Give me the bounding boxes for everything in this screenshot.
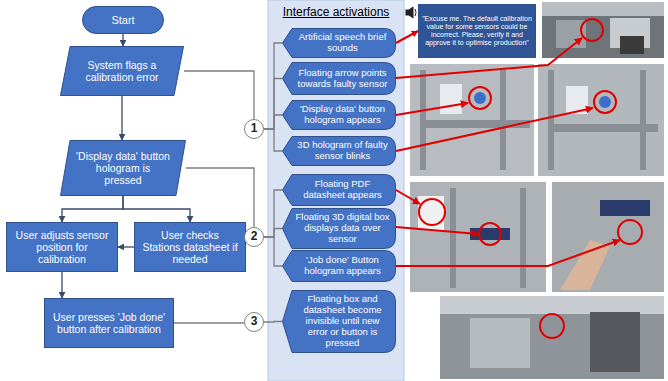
activation-text: Floating PDF datasheet appears — [295, 179, 390, 201]
photo-station — [410, 64, 534, 176]
step-text: 'Display data' button hologram is presse… — [76, 150, 170, 186]
display-outline — [283, 101, 396, 130]
pill-shape — [83, 7, 164, 34]
panel-title: Interface activations — [283, 6, 390, 20]
display-shape: Artificial speech brief sounds — [282, 28, 396, 58]
process-box: User adjusts sensor position for calibra… — [6, 222, 118, 272]
step-text: User checks Stations datasheet if needed — [142, 229, 238, 265]
connector — [62, 196, 123, 222]
rect-shape — [45, 299, 174, 348]
connector — [61, 272, 62, 298]
activation-text: Floating 3D digital box displays data ov… — [295, 212, 390, 245]
callout-number: 3 — [251, 315, 258, 329]
display-shape: 'Display data' button hologram appears — [282, 100, 396, 130]
terminal-text: Start — [111, 14, 134, 27]
connector — [396, 31, 418, 43]
connector — [264, 190, 282, 237]
display-shape: 'Job done' Button hologram appears — [282, 250, 396, 282]
photo-lab — [542, 2, 664, 58]
display-outline — [283, 251, 396, 282]
process-box: User checks Stations datasheet if needed — [134, 222, 246, 272]
display-outline — [283, 291, 396, 353]
activation-text: Floating arrow points towards faulty sen… — [295, 68, 390, 90]
activation-text: 3D hologram of faulty sensor blinks — [295, 140, 390, 162]
display-shape: Floating box and datasheet become invisi… — [282, 290, 396, 353]
callout-circle: 3 — [244, 312, 264, 332]
activation-panel: Interface activationsArtificial speech b… — [268, 0, 404, 381]
connector — [123, 196, 190, 222]
display-shape: Floating 3D digital box displays data ov… — [282, 208, 396, 249]
connector — [174, 322, 244, 323]
display-outline — [283, 175, 396, 206]
photo-user — [440, 296, 664, 379]
display-outline — [283, 209, 396, 249]
connector — [264, 237, 282, 266]
callout-circle: 2 — [244, 227, 264, 247]
rect-shape — [135, 223, 246, 272]
activation-text: Artificial speech brief sounds — [295, 32, 390, 54]
step-text: User presses 'Job done' button after cal… — [52, 311, 166, 335]
parallelogram-shape — [61, 47, 184, 96]
callout-number: 1 — [251, 122, 258, 136]
connector — [186, 168, 254, 227]
connector — [184, 71, 254, 119]
circle-shape — [245, 120, 264, 139]
photo-station — [410, 182, 546, 292]
connector — [121, 96, 122, 140]
display-outline — [283, 29, 396, 58]
speech-bubble: "Excuse me. The default calibration valu… — [418, 4, 536, 58]
rect-shape — [7, 223, 118, 272]
photo-station — [538, 64, 664, 176]
display-outline — [283, 137, 396, 166]
activation-text: 'Job done' Button hologram appears — [295, 255, 390, 277]
display-shape: 3D hologram of faulty sensor blinks — [282, 136, 396, 166]
photo-hand — [552, 182, 664, 292]
display-outline — [283, 63, 396, 95]
display-shape: Floating PDF datasheet appears — [282, 174, 396, 206]
display-shape: Floating arrow points towards faulty sen… — [282, 62, 396, 95]
circle-shape — [245, 228, 264, 247]
speaker-icon — [406, 7, 416, 18]
rect-shape — [419, 5, 536, 58]
connector — [264, 321, 282, 323]
panel-ground — [268, 0, 404, 381]
step-text: User adjusts sensor position for calibra… — [14, 229, 110, 265]
callout-number: 2 — [251, 230, 258, 244]
speech-text: "Excuse me. The default calibration valu… — [422, 15, 532, 47]
step-text: System flags a calibration error — [76, 59, 168, 83]
input-box: System flags a calibration error — [60, 46, 184, 96]
activation-text: Floating box and datasheet become invisi… — [295, 294, 390, 349]
process-box: User presses 'Job done' button after cal… — [44, 298, 174, 348]
connector — [122, 34, 123, 46]
connector — [264, 129, 282, 151]
parallelogram-shape — [61, 141, 186, 196]
leader-arrow — [396, 38, 620, 266]
start-terminal: Start — [82, 6, 164, 34]
activation-text: 'Display data' button hologram appears — [295, 104, 390, 126]
connector — [118, 246, 134, 247]
circle-shape — [245, 313, 264, 332]
connector — [264, 79, 282, 130]
input-box: 'Display data' button hologram is presse… — [60, 140, 186, 196]
connector — [264, 115, 282, 129]
connector — [264, 43, 282, 129]
callout-circle: 1 — [244, 119, 264, 139]
connector — [264, 229, 282, 238]
